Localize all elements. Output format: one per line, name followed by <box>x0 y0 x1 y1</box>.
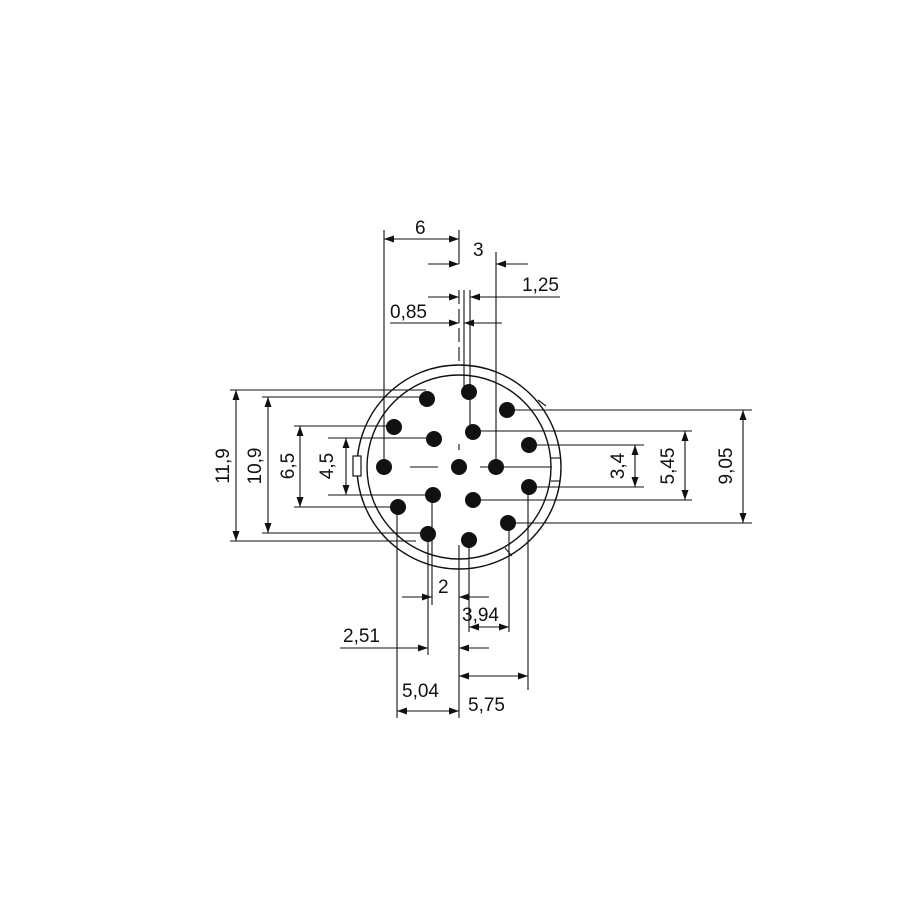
contact-pin-5 <box>465 424 481 440</box>
dim-label-4-5: 4,5 <box>317 453 338 479</box>
contact-pin-17 <box>461 532 477 548</box>
dim-label-11-9: 11,9 <box>213 448 234 484</box>
key-notch-upper-right <box>537 399 547 407</box>
dim-label-3-4: 3,4 <box>608 452 629 479</box>
contact-pin-4 <box>386 419 402 435</box>
dim-label-6: 6 <box>415 218 426 239</box>
extension-lines <box>230 230 752 718</box>
dim-label-3: 3 <box>473 240 484 261</box>
contact-pin-3 <box>499 402 515 418</box>
dimension-labels: 6 3 1,25 0,85 11,9 10,9 6,5 4,5 3,4 5,45… <box>213 218 737 716</box>
dim-label-1-25: 1,25 <box>522 275 559 296</box>
dim-label-3-94: 3,94 <box>462 605 499 626</box>
dim-label-9-05: 9,05 <box>716 448 737 485</box>
contact-pin-12 <box>425 487 441 503</box>
dim-label-6-5: 6,5 <box>278 453 299 479</box>
dim-label-2: 2 <box>438 577 449 598</box>
left-key-notch <box>352 455 362 477</box>
contact-pin-9 <box>451 459 467 475</box>
dim-label-5-45: 5,45 <box>658 448 679 485</box>
dim-label-5-04: 5,04 <box>402 681 439 702</box>
contact-pin-6 <box>426 431 442 447</box>
dimension-lines <box>232 235 747 715</box>
contact-pin-2 <box>419 391 435 407</box>
dim-label-2-51: 2,51 <box>343 626 380 647</box>
contact-pin-1 <box>461 384 477 400</box>
dim-label-10-9: 10,9 <box>245 448 266 485</box>
dim-label-5-75: 5,75 <box>468 695 505 716</box>
dim-label-0-85: 0,85 <box>390 302 427 323</box>
